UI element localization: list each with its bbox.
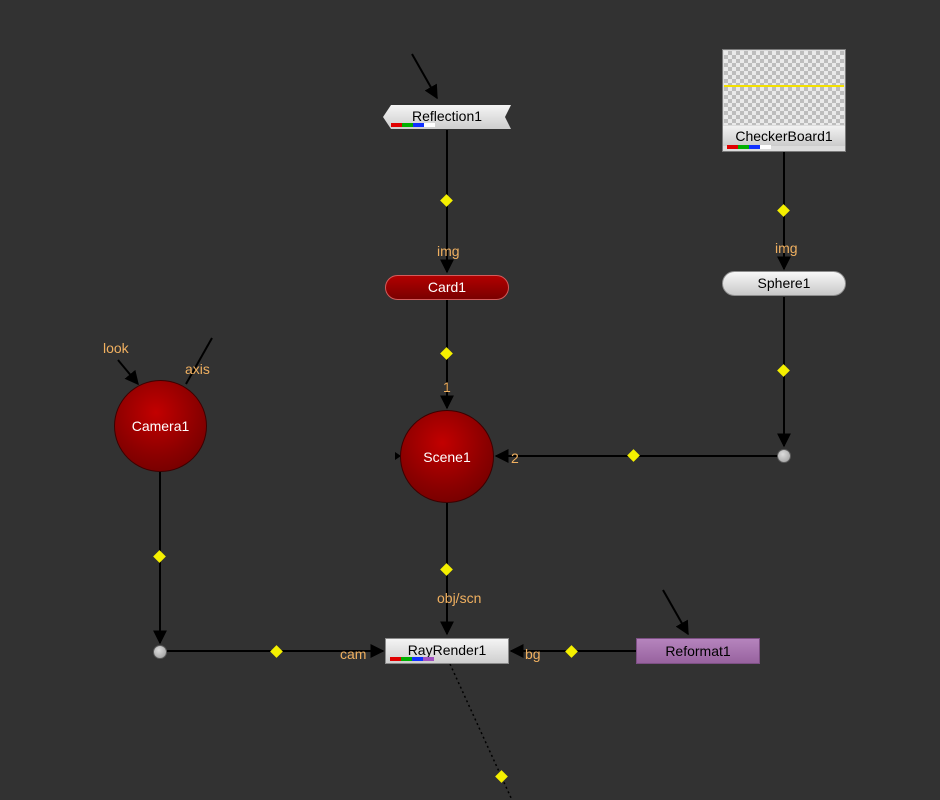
checkerboard-thumbnail <box>724 51 844 125</box>
node-reflection1[interactable]: Reflection1 <box>383 105 511 129</box>
pin-label-card-img: img <box>437 243 460 259</box>
node-label: Card1 <box>427 279 467 295</box>
node-label: Sphere1 <box>757 275 811 291</box>
input-arrow-reformat[interactable] <box>662 589 689 636</box>
swatch-red <box>391 123 402 127</box>
pin-label-rayrender-obj: obj/scn <box>437 590 482 606</box>
edge-marker[interactable] <box>440 347 453 360</box>
swatch-green <box>402 123 413 127</box>
node-checkerboard1[interactable]: CheckerBoard1 <box>722 49 846 152</box>
swatch-blue <box>749 145 760 149</box>
swatch-blue <box>412 657 423 661</box>
pin-label-rayrender-bg: bg <box>525 646 541 662</box>
swatch-red <box>390 657 401 661</box>
node-label: CheckerBoard1 <box>723 126 845 146</box>
node-card1[interactable]: Card1 <box>385 275 509 300</box>
swatch-blue <box>413 123 424 127</box>
channel-swatches <box>727 145 771 149</box>
edge-marker[interactable] <box>777 364 790 377</box>
node-label: Scene1 <box>423 448 471 465</box>
node-label: RayRender1 <box>407 642 487 658</box>
swatch-green <box>738 145 749 149</box>
thumbnail-line <box>724 85 844 87</box>
edge-marker[interactable] <box>153 550 166 563</box>
dot-node-sphere[interactable] <box>777 449 791 463</box>
swatch-purple <box>423 657 434 661</box>
channel-swatches <box>391 123 435 127</box>
edge-marker[interactable] <box>270 645 283 658</box>
swatch-red <box>727 145 738 149</box>
pin-label-rayrender-cam: cam <box>340 646 367 662</box>
node-scene1[interactable]: Scene1 <box>400 410 494 503</box>
edge-marker[interactable] <box>495 770 508 783</box>
pin-label-scene-input2: 2 <box>511 450 519 466</box>
node-sphere1[interactable]: Sphere1 <box>722 271 846 296</box>
channel-swatches <box>390 657 434 661</box>
pin-label-camera-look: look <box>103 340 129 356</box>
pin-label-camera-axis: axis <box>185 361 210 377</box>
node-label: Camera1 <box>131 418 190 434</box>
node-label: Reflection1 <box>411 108 483 124</box>
pin-label-scene-input1: 1 <box>443 379 451 395</box>
input-arrow-camera-look[interactable] <box>117 359 139 386</box>
pin-label-sphere-img: img <box>775 240 798 256</box>
node-label: Reformat1 <box>665 643 731 659</box>
input-arrow-reflection[interactable] <box>411 53 438 100</box>
edge-marker[interactable] <box>440 563 453 576</box>
edge-marker[interactable] <box>565 645 578 658</box>
edge-marker[interactable] <box>777 204 790 217</box>
node-reformat1[interactable]: Reformat1 <box>636 638 760 664</box>
swatch-alpha <box>760 145 771 149</box>
node-camera1[interactable]: Camera1 <box>114 380 207 472</box>
swatch-alpha <box>424 123 435 127</box>
node-rayrender1[interactable]: RayRender1 <box>385 638 509 664</box>
edge-marker[interactable] <box>440 194 453 207</box>
dot-node-camera[interactable] <box>153 645 167 659</box>
input-arrow-camera-axis[interactable] <box>185 337 213 385</box>
input-arrow-scene-mask[interactable] <box>395 452 401 460</box>
edge-marker[interactable] <box>627 449 640 462</box>
swatch-green <box>401 657 412 661</box>
